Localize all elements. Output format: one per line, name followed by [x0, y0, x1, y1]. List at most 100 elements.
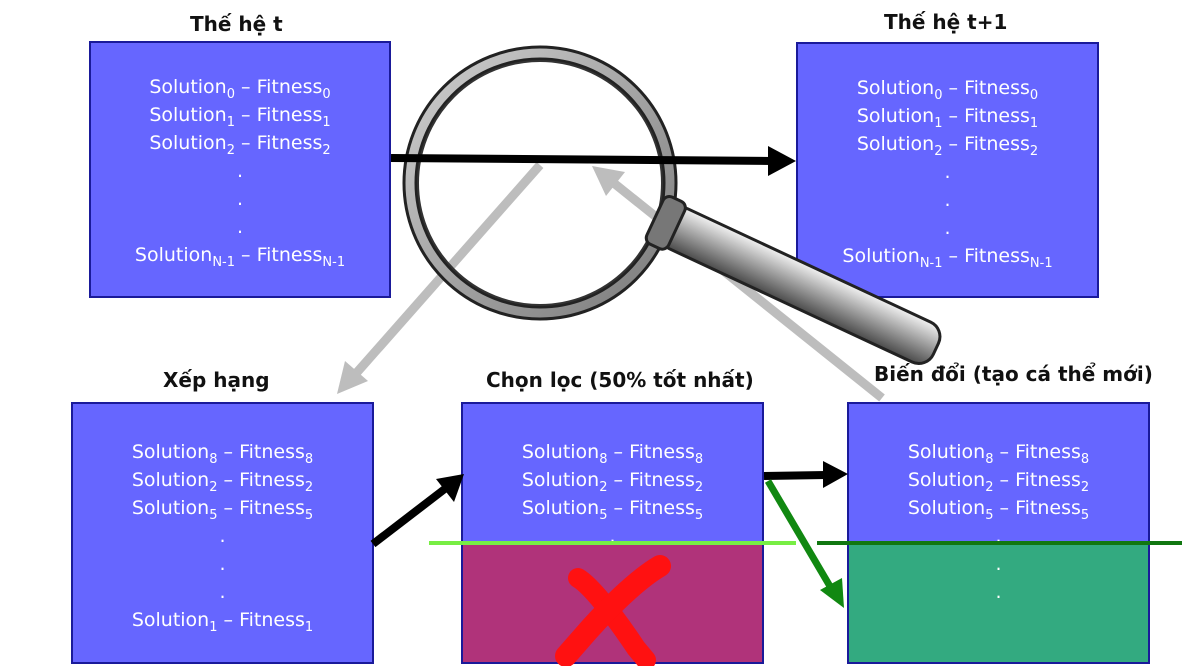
solution-fitness-row: SolutionN-1 – FitnessN-1: [91, 241, 389, 269]
separator: –: [607, 469, 630, 491]
solution-label: Solution: [521, 497, 600, 519]
ellipsis-dot: .: [944, 189, 951, 211]
separator: –: [217, 609, 240, 631]
solution-fitness-row: Solution8 – Fitness8: [463, 438, 762, 466]
solution-fitness-row: Solution2 – Fitness2: [73, 466, 372, 494]
solution-index: 0: [226, 87, 235, 102]
solution-index: N-1: [212, 255, 235, 270]
gray-arrow-to-ranking: [337, 162, 544, 394]
solution-index: 5: [209, 508, 218, 523]
arrow-gen-t-to-gen-t1: [390, 146, 796, 176]
separator: –: [235, 104, 257, 126]
solution-index: 5: [599, 508, 608, 523]
fitness-label: Fitness: [964, 133, 1030, 155]
fitness-index: 5: [694, 508, 704, 523]
solution-index: 8: [209, 452, 218, 467]
separator: –: [993, 441, 1016, 463]
solution-fitness-row: Solution1 – Fitness1: [798, 102, 1097, 130]
separator: –: [942, 77, 965, 99]
solution-index: N-1: [919, 256, 943, 271]
fitness-index: 2: [1029, 144, 1039, 159]
arrow-selection-to-mutation: [763, 461, 848, 488]
fitness-label: Fitness: [964, 105, 1030, 127]
solution-index: 8: [599, 452, 608, 467]
fitness-label: Fitness: [239, 609, 305, 631]
solution-fitness-row: Solution1 – Fitness1: [73, 606, 372, 634]
separator: –: [235, 244, 257, 266]
fitness-label: Fitness: [1015, 469, 1081, 491]
arrow-green-to-new-individuals: [764, 479, 844, 608]
title-mutation: Biến đổi (tạo cá thể mới): [874, 362, 1153, 386]
ellipsis-dot: .: [219, 553, 226, 575]
title-selection: Chọn lọc (50% tốt nhất): [486, 368, 754, 392]
solution-fitness-row: Solution2 – Fitness2: [849, 466, 1148, 494]
solution-label: Solution: [856, 77, 935, 99]
separator: –: [217, 497, 240, 519]
ellipsis-dot: .: [995, 525, 1002, 547]
ellipsis-dot: .: [944, 161, 951, 183]
solution-index: 8: [985, 452, 994, 467]
solution-fitness-row: Solution0 – Fitness0: [91, 73, 389, 101]
arrow-ranking-to-selection: [370, 474, 464, 548]
fitness-label: Fitness: [629, 497, 695, 519]
title-gen-t: Thế hệ t: [190, 12, 283, 36]
fitness-index: 8: [304, 452, 314, 467]
solution-label: Solution: [856, 105, 935, 127]
solution-fitness-row: SolutionN-1 – FitnessN-1: [798, 242, 1097, 270]
solution-fitness-row: Solution2 – Fitness2: [463, 466, 762, 494]
solution-label: Solution: [149, 132, 227, 154]
separator: –: [993, 469, 1016, 491]
separator: –: [942, 133, 965, 155]
fitness-index: N-1: [322, 255, 346, 270]
fitness-label: Fitness: [1015, 497, 1081, 519]
separator: –: [235, 132, 257, 154]
separator: –: [235, 76, 257, 98]
solution-label: Solution: [149, 76, 227, 98]
fitness-label: Fitness: [256, 76, 323, 98]
fitness-index: 2: [304, 480, 314, 495]
ellipsis-dot: .: [219, 581, 226, 603]
reject-x-icon: [555, 555, 671, 666]
separator: –: [942, 105, 965, 127]
solution-label: Solution: [131, 609, 210, 631]
fitness-index: 8: [694, 452, 704, 467]
solution-label: Solution: [856, 133, 935, 155]
ellipsis-dot: .: [236, 216, 244, 238]
solution-index: 1: [209, 620, 218, 635]
solution-index: 5: [985, 508, 994, 523]
solution-label: Solution: [149, 104, 227, 126]
fitness-index: 2: [1080, 480, 1090, 495]
solution-fitness-row: Solution5 – Fitness5: [73, 494, 372, 522]
fitness-label: Fitness: [629, 469, 695, 491]
solution-fitness-row: Solution2 – Fitness2: [91, 129, 389, 157]
solution-index: 2: [209, 480, 218, 495]
ellipsis-dot: .: [609, 525, 616, 547]
ellipsis-dot: .: [995, 581, 1002, 603]
fitness-label: Fitness: [239, 497, 305, 519]
magnifier-icon: [402, 45, 942, 365]
separator: –: [217, 469, 240, 491]
solution-index: 1: [226, 115, 235, 130]
solution-label: Solution: [131, 497, 210, 519]
separator: –: [217, 441, 240, 463]
solution-index: 2: [985, 480, 994, 495]
fitness-label: Fitness: [256, 132, 323, 154]
solution-fitness-row: Solution5 – Fitness5: [849, 494, 1148, 522]
solution-index: 2: [599, 480, 608, 495]
ellipsis-dot: .: [944, 217, 951, 239]
fitness-index: 0: [1029, 88, 1039, 103]
fitness-index: 2: [322, 143, 331, 158]
fitness-label: Fitness: [239, 441, 305, 463]
separator: –: [993, 497, 1016, 519]
fitness-index: 5: [1080, 508, 1090, 523]
fitness-index: 5: [304, 508, 314, 523]
fitness-index: 1: [304, 620, 314, 635]
fitness-index: 8: [1080, 452, 1090, 467]
